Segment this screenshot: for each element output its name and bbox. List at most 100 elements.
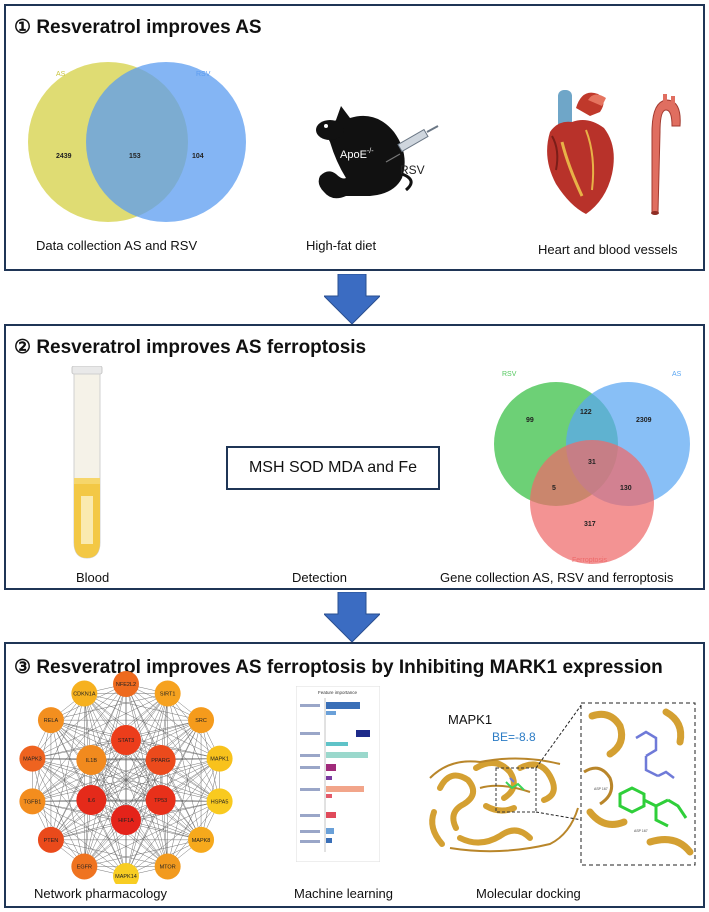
binding-energy-label: BE=-8.8 — [492, 730, 536, 744]
network-node-label: EGFR — [77, 864, 92, 870]
network-node-label: MAPK1 — [210, 757, 229, 763]
network-node-label: SIRT1 — [160, 692, 176, 698]
network-node-pten: PTEN — [37, 826, 64, 853]
network-edge — [91, 799, 202, 841]
caption-detection: Detection — [292, 570, 347, 585]
network-node-label: TGFB1 — [24, 799, 42, 805]
network-node-stat3: STAT3 — [111, 725, 141, 755]
panel1-title-text: Resveratrol improves AS — [36, 17, 262, 38]
panel-mark1-inhibition: ③ Resveratrol improves AS ferroptosis by… — [4, 642, 705, 908]
network-node-label: TP53 — [154, 798, 167, 804]
network-node-circle — [111, 725, 141, 755]
network-node-circle — [206, 788, 233, 815]
network-node-rela: RELA — [37, 707, 64, 734]
network-edge — [91, 759, 220, 802]
network-node-label: RELA — [44, 718, 59, 724]
venn-as-rsv: AS RSV 2439 153 104 — [28, 62, 246, 222]
panel-resveratrol-as: ① Resveratrol improves AS AS RSV 2439 15… — [4, 4, 705, 271]
network-edge — [50, 693, 168, 721]
docking-zoom-view: ASP 167 ASP 167 — [580, 702, 696, 866]
network-node-tp53: TP53 — [145, 785, 176, 815]
network-edge — [32, 758, 161, 801]
caption-blood: Blood — [76, 570, 110, 585]
network-edge — [50, 719, 220, 802]
network-edge — [125, 683, 220, 759]
caption-machine-learning: Machine learning — [294, 886, 394, 901]
network-edge — [84, 758, 220, 867]
network-node-hif1a: HIF1A — [111, 805, 141, 835]
network-node-sirt1: SIRT1 — [154, 680, 181, 707]
panel3-marker: ③ — [14, 657, 32, 678]
mouse-label: ApoE-/- — [340, 148, 374, 161]
network-node-pparg: PPARG — [145, 745, 176, 775]
panel2-title: ② Resveratrol improves AS ferroptosis — [14, 336, 366, 359]
mouse-label-sup: -/- — [367, 148, 374, 155]
syringe-label: RSV — [400, 163, 425, 177]
network-node-tgfb1: TGFB1 — [19, 788, 46, 815]
network-node-circle — [37, 707, 64, 734]
caption-gene-collection: Gene collection AS, RSV and ferroptosis — [440, 570, 674, 585]
network-node-label: STAT3 — [118, 738, 134, 744]
detection-box: MSH SOD MDA and Fe — [226, 446, 440, 490]
network-node-src: SRC — [188, 707, 215, 734]
network-node-circle — [113, 863, 139, 884]
network-node-label: PTEN — [44, 838, 59, 844]
network-node-hspa5: HSPA5 — [206, 788, 233, 815]
network-node-mapk1: MAPK1 — [206, 745, 233, 772]
network-edge — [50, 693, 85, 840]
network-node-egfr: EGFR — [71, 853, 98, 880]
venn3-label-as: AS — [672, 371, 682, 378]
syringe-icon — [385, 125, 439, 163]
network-edge — [32, 693, 168, 802]
venn-count-both: 153 — [129, 153, 141, 160]
network-node-il1b: IL1B — [76, 745, 107, 775]
network-node-label: NFE2L2 — [116, 682, 136, 688]
venn3-label-rsv: RSV — [502, 371, 517, 378]
network-edge — [32, 739, 127, 802]
network-node-circle — [76, 785, 107, 815]
panel2-title-text: Resveratrol improves AS ferroptosis — [36, 337, 367, 358]
caption-high-fat-diet: High-fat diet — [306, 238, 377, 253]
caption-heart-vessels: Heart and blood vessels — [538, 242, 678, 257]
panel1-title: ① Resveratrol improves AS — [14, 16, 262, 39]
network-node-circle — [206, 745, 233, 772]
venn3-count-all: 31 — [588, 459, 596, 466]
network-edge — [50, 839, 168, 867]
network-edge — [84, 693, 202, 840]
venn3-count-rsv-as: 122 — [580, 409, 592, 416]
venn3-count-rsv-ferro: 5 — [552, 485, 556, 492]
venn-count-rsv-only: 104 — [192, 153, 204, 160]
venn3-count-rsv-only: 99 — [526, 417, 534, 424]
network-node-circle — [19, 745, 46, 772]
network-node-mtor: MTOR — [154, 853, 181, 880]
network-edge — [84, 839, 202, 867]
caption-molecular-docking: Molecular docking — [476, 886, 581, 901]
mouse-illustration: ApoE-/- RSV — [316, 106, 439, 199]
network-node-cdkn1a: CDKN1A — [71, 680, 98, 707]
network-edge — [84, 693, 127, 877]
network-edge — [32, 758, 168, 867]
network-node-label: HSPA5 — [211, 799, 229, 805]
ppi-network: NFE2L2SIRT1SRCMAPK1HSPA5MAPK8MTORMAPK14E… — [19, 671, 233, 884]
ml-chart-title: Feature importance — [318, 690, 358, 695]
network-node-label: CDKN1A — [73, 692, 96, 698]
panel-resveratrol-ferroptosis: ② Resveratrol improves AS ferroptosis MS… — [4, 324, 705, 590]
venn-label-rsv: RSV — [196, 71, 211, 78]
network-edge — [125, 759, 161, 877]
venn3-count-as-ferro: 130 — [620, 485, 632, 492]
network-node-circle — [154, 680, 181, 707]
network-node-label: PPARG — [151, 758, 170, 764]
svg-text:ASP 167: ASP 167 — [634, 829, 648, 833]
network-node-circle — [71, 853, 98, 880]
network-edge — [91, 719, 202, 761]
network-edge — [167, 693, 220, 802]
network-node-circle — [145, 745, 176, 775]
network-node-label: HIF1A — [118, 818, 134, 824]
network-node-label: MTOR — [160, 864, 176, 870]
network-edge — [32, 801, 168, 867]
venn3-label-ferroptosis: Ferroptosis — [572, 557, 608, 564]
protein-structure — [429, 757, 579, 853]
network-edge — [32, 758, 202, 841]
network-edge — [167, 758, 220, 867]
network-node-circle — [71, 680, 98, 707]
